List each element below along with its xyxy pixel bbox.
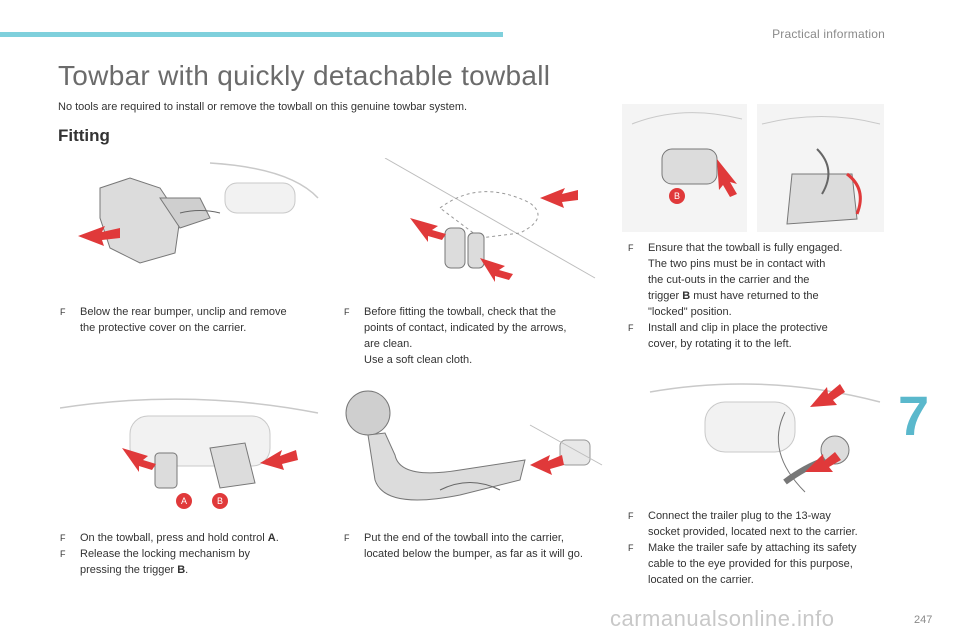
bullet-icon: F	[60, 307, 66, 317]
arrow-icon	[78, 226, 120, 246]
bullet-icon: F	[344, 307, 350, 317]
arrow-icon	[717, 159, 737, 197]
instruction-step: F Install and clip in place the protecti…	[628, 322, 828, 350]
rotation-arrow-icon	[846, 172, 862, 215]
page-title: Towbar with quickly detachable towball	[58, 60, 551, 91]
instruction-engage-and-cover: F Ensure that the towball is fully engag…	[628, 240, 898, 352]
bullet-icon: F	[344, 533, 350, 543]
bullet-icon: F	[628, 511, 634, 521]
instruction-step: F On the towball, press and hold control…	[60, 532, 279, 544]
page-subtitle: No tools are required to install or remo…	[58, 101, 468, 113]
bullet-icon: F	[60, 549, 66, 559]
instruction-step: F Below the rear bumper, unclip and remo…	[60, 306, 287, 334]
figure-insert-towball	[340, 385, 605, 520]
chapter-number: 7	[898, 384, 930, 447]
page-number: 247	[914, 614, 933, 626]
section-name: Practical information	[772, 27, 885, 41]
callout-b-label: B	[674, 191, 680, 201]
section-heading: Fitting	[58, 126, 110, 145]
callout-a-icon	[176, 493, 192, 509]
bullet-icon: F	[628, 243, 634, 253]
instruction-step: F Put the end of the towball into the ca…	[344, 532, 583, 560]
arrow-icon	[260, 450, 298, 470]
figure-connect-plug	[645, 372, 885, 504]
arrow-icon	[805, 452, 841, 472]
callout-b-label: B	[217, 496, 223, 506]
bullet-icon: F	[628, 323, 634, 333]
instruction-step: F Connect the trailer plug to the 13-way…	[628, 510, 858, 538]
instruction-press-release: F On the towball, press and hold control…	[60, 530, 330, 578]
figure-towball-engaged: B	[622, 104, 884, 232]
arrow-icon	[810, 384, 845, 407]
callout-a-label: A	[181, 496, 187, 506]
callout-b-icon	[212, 493, 228, 509]
header-accent-bar	[0, 32, 503, 37]
bullet-icon: F	[60, 533, 66, 543]
instruction-step: F Ensure that the towball is fully engag…	[628, 242, 843, 318]
instruction-remove-cover: F Below the rear bumper, unclip and remo…	[60, 304, 330, 336]
instruction-connect-and-secure: F Connect the trailer plug to the 13-way…	[628, 508, 898, 588]
arrow-icon	[540, 188, 578, 208]
callout-b-icon	[669, 188, 685, 204]
instruction-step: F Make the trailer safe by attaching its…	[628, 542, 857, 586]
bullet-icon: F	[628, 543, 634, 553]
instruction-check-contact: F Before fitting the towball, check that…	[344, 304, 614, 368]
figure-remove-cover	[60, 158, 320, 278]
figure-contact-points	[380, 158, 610, 283]
figure-press-control: A B	[60, 388, 320, 518]
instruction-insert-towball: F Put the end of the towball into the ca…	[344, 530, 619, 562]
arrow-icon	[410, 218, 446, 242]
arrow-icon	[480, 258, 513, 282]
instruction-step: F Before fitting the towball, check that…	[344, 306, 567, 366]
arrow-icon	[530, 455, 564, 475]
watermark: carmanualsonline.info	[610, 606, 835, 631]
arrow-icon	[122, 448, 156, 472]
instruction-step: F Release the locking mechanism by press…	[60, 548, 250, 576]
